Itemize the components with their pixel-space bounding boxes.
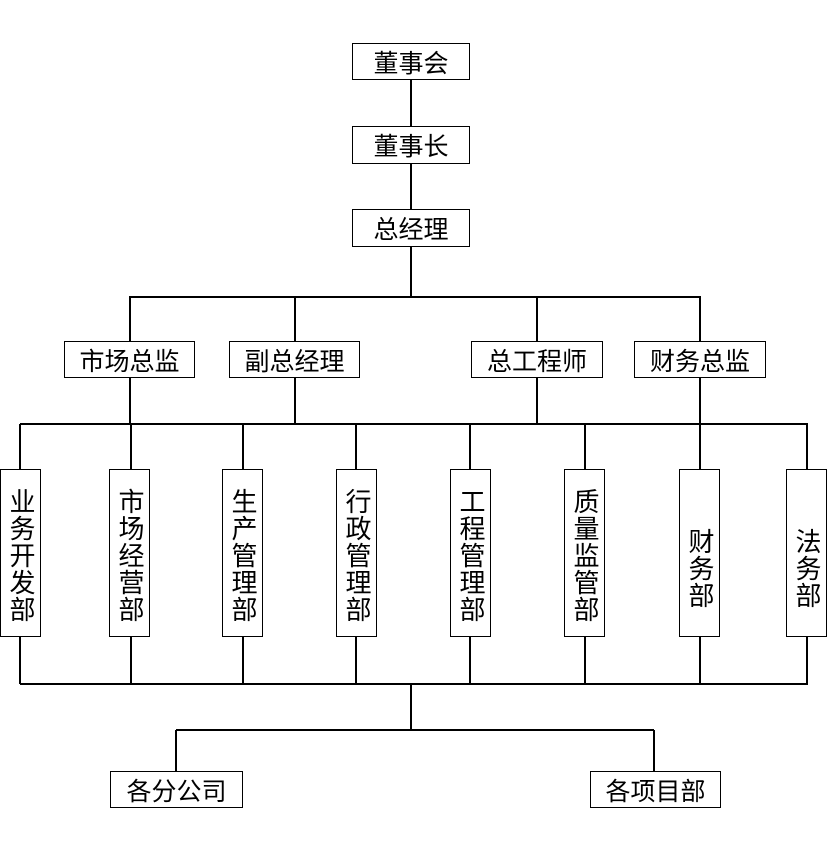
deputy-gm-box: 副总经理	[229, 341, 360, 378]
general-manager-box: 总经理	[352, 209, 470, 247]
finance-dept-box: 财务部	[679, 469, 720, 637]
business-development-dept-box: 业务开发部	[0, 469, 41, 637]
marketing-director-box: 市场总监	[64, 341, 195, 378]
chief-engineer-box: 总工程师	[471, 341, 603, 378]
chairman-box: 董事长	[352, 126, 470, 164]
project-departments-box: 各项目部	[590, 771, 721, 808]
board-of-directors-box: 董事会	[352, 43, 470, 80]
legal-dept-box: 法务部	[786, 469, 827, 637]
engineering-management-dept-box: 工程管理部	[450, 469, 491, 637]
quality-supervision-dept-box: 质量监管部	[564, 469, 605, 637]
marketing-operations-dept-box: 市场经营部	[109, 469, 150, 637]
production-management-dept-box: 生产管理部	[222, 469, 263, 637]
finance-director-box: 财务总监	[634, 341, 766, 378]
branch-companies-box: 各分公司	[110, 771, 243, 808]
administration-dept-box: 行政管理部	[336, 469, 377, 637]
